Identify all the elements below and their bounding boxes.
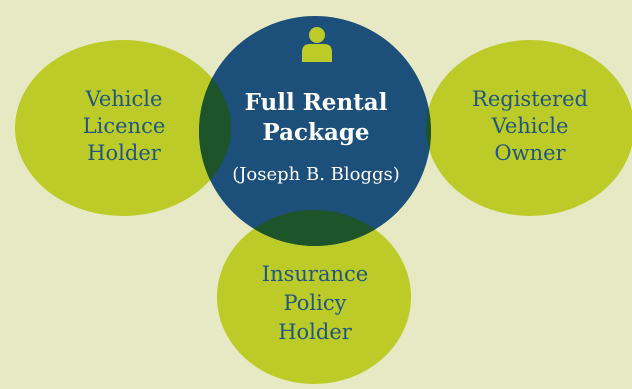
left-circle	[15, 40, 231, 216]
bottom-circle	[217, 210, 411, 384]
right-circle	[426, 40, 632, 216]
vehicle-licence-holder-label: Vehicle Licence Holder	[82, 87, 166, 165]
center-subtitle: (Joseph B. Bloggs)	[232, 164, 400, 185]
person-icon	[302, 27, 332, 62]
center-circle	[199, 16, 431, 246]
registered-vehicle-owner-label: Registered Vehicle Owner	[472, 87, 588, 165]
insurance-policy-holder-label: Insurance Policy Holder	[261, 262, 369, 344]
center-title: Full Rental Package	[244, 89, 388, 146]
